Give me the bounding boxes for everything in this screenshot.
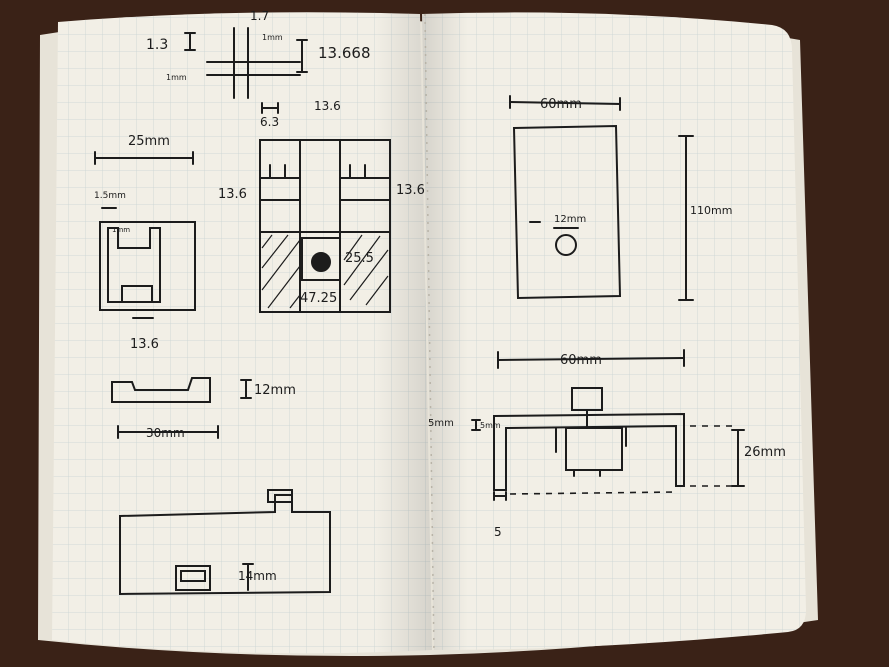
top-view-sketch — [509, 95, 694, 301]
dim-label: 13.6 — [314, 99, 341, 113]
dim-label: 60mm — [560, 353, 602, 368]
dim-label: 13.6 — [130, 337, 159, 352]
dim-label: 25mm — [128, 134, 170, 149]
dim-label: 110mm — [690, 204, 732, 217]
dim-label: 12mm — [554, 214, 586, 225]
dim-label: 25.5 — [345, 251, 374, 266]
dim-label: 1mm — [262, 33, 283, 42]
dim-label: 5mm — [480, 421, 501, 430]
side-view-sketch — [471, 349, 745, 501]
dim-label: 13.6 — [396, 183, 425, 198]
dim-label: 5mm — [428, 418, 454, 429]
dashed-guide-lines — [509, 425, 732, 495]
front-view-sketch — [119, 489, 331, 596]
dim-label: 26mm — [744, 445, 786, 460]
dim-label: 30mm — [146, 426, 185, 440]
cross-section-sketch — [184, 27, 308, 114]
hatch-lines — [261, 234, 389, 309]
dim-label: 1.3 — [146, 37, 168, 53]
dim-label: 13.668 — [318, 44, 371, 62]
dim-label: 1mm — [166, 73, 187, 82]
dim-label: 1.5mm — [94, 191, 126, 201]
dim-label: 6.3 — [260, 115, 279, 129]
dim-label: 14mm — [238, 569, 277, 583]
right-page — [422, 12, 806, 651]
dim-label: 1mm — [112, 226, 130, 234]
dim-label: 60mm — [540, 97, 582, 112]
grid-box-sketch — [259, 139, 391, 313]
profile-sketch — [111, 377, 252, 439]
dim-label: 1.7 — [250, 9, 269, 23]
left-page — [52, 12, 432, 654]
dim-label: 13.6 — [218, 187, 247, 202]
bracket-sketch — [94, 151, 196, 319]
dim-label: 47.25 — [300, 291, 337, 306]
dim-label: 12mm — [254, 383, 296, 398]
dim-label: 5 — [494, 525, 502, 539]
